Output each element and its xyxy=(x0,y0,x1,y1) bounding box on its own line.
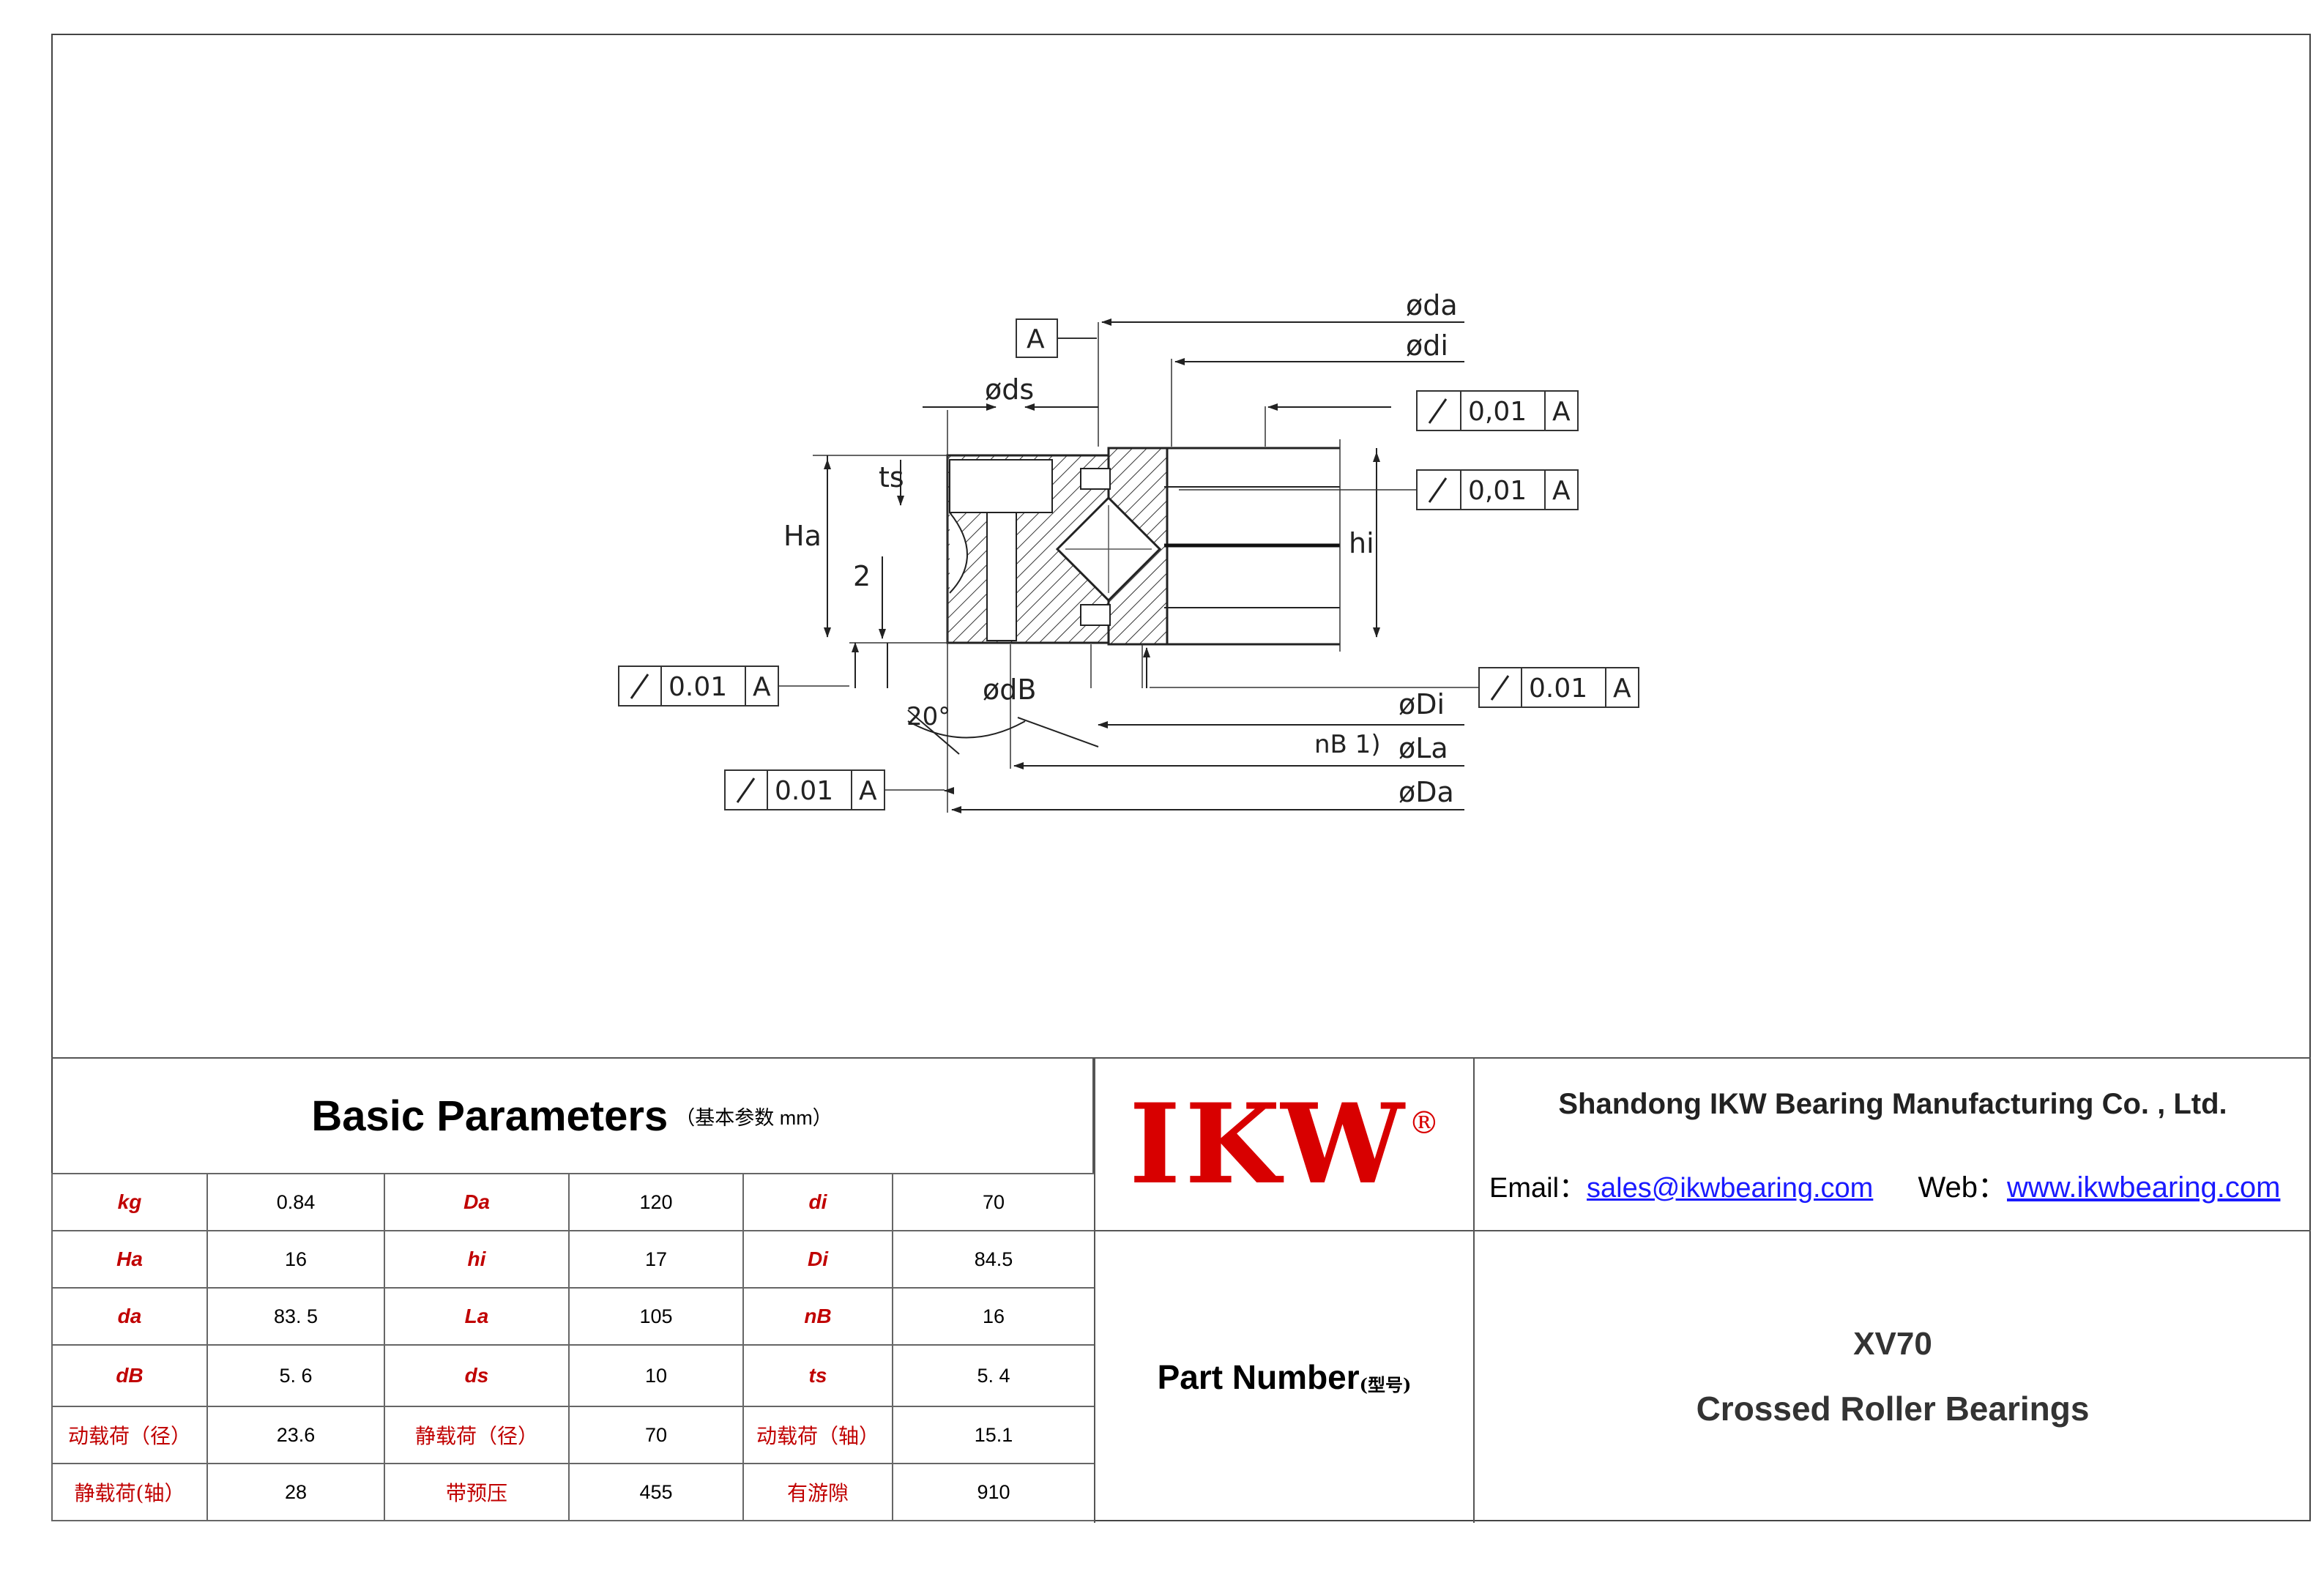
param-key: di xyxy=(742,1173,893,1231)
param-value: 5. 4 xyxy=(892,1344,1095,1407)
param-value: 84.5 xyxy=(892,1230,1095,1289)
part-number: XV70 xyxy=(1853,1326,1932,1362)
param-key: 静载荷(轴） xyxy=(51,1463,208,1521)
param-key: Di xyxy=(742,1230,893,1289)
tolerance-frame-5: 0.01 A xyxy=(724,769,945,810)
dim-ha-label: Ha xyxy=(783,520,822,552)
param-value: 5. 6 xyxy=(206,1344,385,1407)
params-title: Basic Parameters xyxy=(311,1092,668,1140)
param-key: 动载荷（径） xyxy=(51,1406,208,1464)
table-row: da 83. 5 La 105 nB 16 xyxy=(51,1287,1095,1346)
param-value: 16 xyxy=(892,1287,1095,1346)
params-header: Basic Parameters （基本参数 mm） xyxy=(51,1059,1094,1173)
tolerance-frame-3: 0.01 A xyxy=(618,666,849,707)
param-value: 28 xyxy=(206,1463,385,1521)
logo-cell: IKW® xyxy=(1094,1059,1475,1231)
param-key: kg xyxy=(51,1173,208,1231)
svg-text:A: A xyxy=(1552,476,1571,506)
params-table: kg 0.84 Da 120 di 70 Ha 16 hi 17 Di 84.5… xyxy=(51,1173,1095,1521)
param-value: 23.6 xyxy=(206,1406,385,1464)
dim-Da-label: øDa xyxy=(1399,776,1454,808)
part-description: Crossed Roller Bearings xyxy=(1696,1390,2090,1428)
dim-di-label: ødi xyxy=(1406,329,1448,362)
company-name: Shandong IKW Bearing Manufacturing Co. ,… xyxy=(1558,1088,2227,1120)
svg-text:A: A xyxy=(859,776,877,806)
svg-text:0.01: 0.01 xyxy=(668,672,727,702)
svg-text:0,01: 0,01 xyxy=(1468,397,1527,427)
tolerance-frame-2: 0,01 A xyxy=(1179,469,1579,510)
param-value: 70 xyxy=(568,1406,744,1464)
dim-db-label: ødB xyxy=(983,674,1036,706)
title-block: Basic Parameters （基本参数 mm） kg 0.84 Da 12… xyxy=(51,1057,2311,1523)
dim-da-label: øda xyxy=(1406,289,1458,321)
param-key: ts xyxy=(742,1344,893,1407)
svg-text:A: A xyxy=(753,672,771,702)
param-value: 15.1 xyxy=(892,1406,1095,1464)
svg-text:0,01: 0,01 xyxy=(1468,476,1527,506)
dim-angle-label: 20° xyxy=(906,702,950,731)
param-value: 16 xyxy=(206,1230,385,1289)
web-link[interactable]: www.ikwbearing.com xyxy=(2006,1171,2281,1204)
company-cell: Shandong IKW Bearing Manufacturing Co. ,… xyxy=(1475,1059,2311,1231)
svg-text:A: A xyxy=(1613,674,1631,704)
table-row: 静载荷(轴） 28 带预压 455 有游隙 910 xyxy=(51,1463,1095,1521)
param-key: 静载荷（径） xyxy=(384,1406,570,1464)
table-row: 动载荷（径） 23.6 静载荷（径） 70 动载荷（轴） 15.1 xyxy=(51,1406,1095,1464)
email-link[interactable]: sales@ikwbearing.com xyxy=(1587,1173,1874,1204)
param-value: 10 xyxy=(568,1344,744,1407)
param-key: Da xyxy=(384,1173,570,1231)
dim-hi-label: hi xyxy=(1349,527,1374,559)
svg-text:A: A xyxy=(1027,324,1045,354)
drawing-sheet-border xyxy=(51,34,2311,1521)
registered-mark: ® xyxy=(1408,1104,1440,1141)
params-subtitle: （基本参数 mm） xyxy=(675,1106,833,1129)
email-label: Email： xyxy=(1489,1173,1587,1204)
inner-ring xyxy=(1107,447,1340,646)
svg-text:0.01: 0.01 xyxy=(775,776,833,806)
table-row: Ha 16 hi 17 Di 84.5 xyxy=(51,1230,1095,1289)
svg-text:0.01: 0.01 xyxy=(1529,674,1587,704)
table-row: kg 0.84 Da 120 di 70 xyxy=(51,1173,1095,1231)
param-key: Ha xyxy=(51,1230,208,1289)
param-key: 有游隙 xyxy=(742,1463,893,1521)
ikw-logo: IKW xyxy=(1129,1080,1409,1209)
param-key: La xyxy=(384,1287,570,1346)
param-key: da xyxy=(51,1287,208,1346)
table-row: dB 5. 6 ds 10 ts 5. 4 xyxy=(51,1344,1095,1407)
dim-ts-label: ts xyxy=(879,461,904,493)
dim-nb-label: nB 1) xyxy=(1314,730,1381,759)
param-value: 0.84 xyxy=(206,1173,385,1231)
datum-box: A xyxy=(1016,318,1097,358)
param-value: 83. 5 xyxy=(206,1287,385,1346)
tolerance-frame-1: 0,01 A xyxy=(1416,390,1579,431)
param-key: hi xyxy=(384,1230,570,1289)
bearing-cross-section-drawing: øda ødi øds Ha ts 2 hi ødB 20° øDi nB 1)… xyxy=(618,289,1639,813)
param-value: 70 xyxy=(892,1173,1095,1231)
param-key: dB xyxy=(51,1344,208,1407)
param-value: 105 xyxy=(568,1287,744,1346)
part-number-label: Part Number xyxy=(1157,1358,1360,1396)
crossed-roller xyxy=(1055,468,1162,626)
web-label: Web： xyxy=(1918,1171,2007,1204)
dim-ds-label: øds xyxy=(985,373,1034,406)
dim-Di-label: øDi xyxy=(1399,688,1445,720)
tolerance-frame-4: 0.01 A xyxy=(1150,667,1639,708)
param-key: ds xyxy=(384,1344,570,1407)
part-number-label-cn: (型号) xyxy=(1359,1373,1412,1395)
param-key: 带预压 xyxy=(384,1463,570,1521)
param-value: 910 xyxy=(892,1463,1095,1521)
param-key: nB xyxy=(742,1287,893,1346)
param-value: 17 xyxy=(568,1230,744,1289)
dim-2-label: 2 xyxy=(853,560,871,592)
param-value: 120 xyxy=(568,1173,744,1231)
dim-La-label: øLa xyxy=(1399,732,1448,764)
svg-text:A: A xyxy=(1552,397,1571,427)
part-number-value-cell: XV70 Crossed Roller Bearings xyxy=(1475,1231,2311,1523)
param-key: 动载荷（轴） xyxy=(742,1406,893,1464)
param-value: 455 xyxy=(568,1463,744,1521)
part-number-label-cell: Part Number(型号) xyxy=(1094,1231,1475,1523)
